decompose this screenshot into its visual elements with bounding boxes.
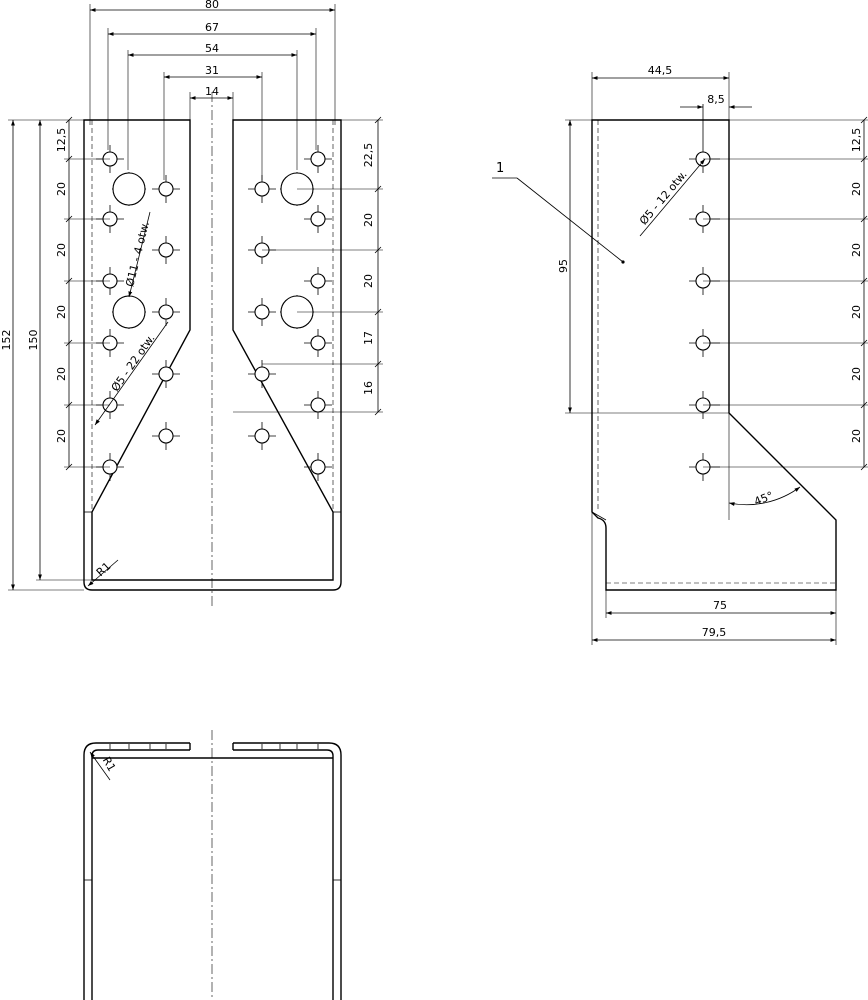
hole [310, 211, 326, 227]
part-number: 1 [496, 161, 504, 176]
front-right-spacing-chain: 22,5 20 20 17 16 [233, 116, 383, 416]
hole [310, 335, 326, 351]
dim-left-spacing: 20 [55, 182, 68, 196]
dim-mid-holes-width: 54 [205, 42, 219, 55]
dim-side-spacing: 20 [850, 182, 863, 196]
dim-side-spacing: 20 [850, 367, 863, 381]
front-width-dimensions: 80 67 54 31 14 [89, 0, 336, 180]
hole [310, 459, 326, 475]
dim-right-spacing: 17 [362, 331, 375, 345]
dim-left-spacing: 12,5 [55, 128, 68, 153]
side-height-dimension: 95 [557, 119, 729, 414]
dim-left-spacing: 20 [55, 429, 68, 443]
hole [158, 242, 174, 258]
dim-total-height: 152 [0, 330, 13, 351]
dim-angle: 45° [752, 489, 775, 508]
dim-inner-length: 75 [713, 599, 727, 612]
dim-side-spacing: 20 [850, 243, 863, 257]
dim-side-spacing: 20 [850, 305, 863, 319]
side-view: 44,5 8,5 95 [492, 64, 868, 645]
callout-large-holes: Ø11 - 4 otw. [123, 220, 152, 288]
dim-outer-length: 79,5 [702, 626, 727, 639]
side-right-spacing-chain: 12,5 20 20 20 20 20 [703, 116, 868, 471]
dim-side-width: 44,5 [648, 64, 673, 77]
hole [158, 366, 174, 382]
hole [158, 181, 174, 197]
front-left-spacing-chain: 12,5 20 20 20 20 20 [55, 116, 110, 471]
side-part-leader: 1 [492, 161, 625, 264]
hole [310, 273, 326, 289]
hole [254, 304, 270, 320]
hole [254, 181, 270, 197]
hole [158, 428, 174, 444]
hole [254, 366, 270, 382]
top-outline [83, 742, 190, 1000]
hole [158, 304, 174, 320]
dim-right-spacing: 20 [362, 213, 375, 227]
top-outline-inner [91, 749, 190, 1000]
dim-right-spacing: 22,5 [362, 143, 375, 168]
side-angle-dimension: 45° [728, 413, 801, 520]
large-hole [112, 172, 146, 206]
front-height-dimensions: 152 150 [0, 119, 92, 591]
side-holes [695, 151, 711, 475]
dim-side-spacing: 12,5 [850, 128, 863, 153]
side-bend-line [591, 511, 607, 521]
dim-right-spacing: 20 [362, 274, 375, 288]
dim-edge-offset: 8,5 [707, 93, 725, 106]
dim-overall-width: 80 [205, 0, 219, 11]
dim-inner-holes-width: 31 [205, 64, 219, 77]
top-view: R1 [83, 730, 342, 1000]
dim-slot-width: 14 [205, 85, 219, 98]
dim-left-spacing: 20 [55, 305, 68, 319]
side-top-dimensions: 44,5 8,5 [591, 64, 752, 120]
dim-left-spacing: 20 [55, 367, 68, 381]
callout-top-radius: R1 [100, 755, 119, 774]
hole [310, 397, 326, 413]
hole [254, 428, 270, 444]
dim-left-spacing: 20 [55, 243, 68, 257]
dim-outer-holes-width: 67 [205, 21, 219, 34]
callout-side-holes: Ø5 - 12 otw. [637, 168, 690, 227]
top-hole-marks [109, 744, 319, 749]
front-outline [83, 119, 342, 591]
dim-inner-height: 150 [27, 330, 40, 351]
front-view: 80 67 54 31 14 152 150 [0, 0, 383, 608]
dim-right-spacing: 16 [362, 381, 375, 395]
dim-side-spacing: 20 [850, 429, 863, 443]
front-callouts: Ø11 - 4 otw. Ø5 - 22 otw. R1 [87, 211, 169, 587]
dim-side-height: 95 [557, 259, 570, 273]
side-bottom-dimensions: 75 79,5 [591, 512, 837, 645]
side-hole-callout: Ø5 - 12 otw. [637, 158, 706, 237]
callout-radius: R1 [94, 560, 114, 579]
side-outline [591, 119, 837, 591]
large-hole [112, 295, 146, 329]
hole [310, 151, 326, 167]
